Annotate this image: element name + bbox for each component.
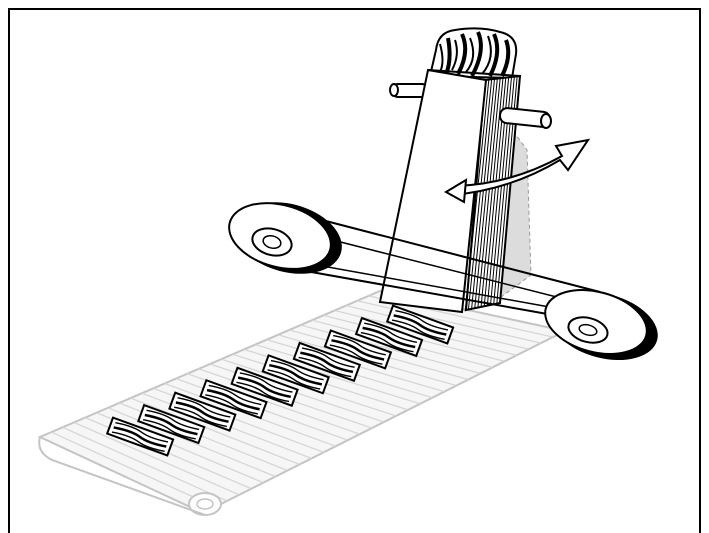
sliced-food-stack: [428, 27, 518, 80]
food-slice: [354, 316, 424, 358]
food-slice: [323, 329, 393, 370]
food-slice: [137, 403, 206, 445]
guide-rod-left: [389, 83, 429, 98]
food-slice: [385, 304, 455, 345]
food-slice: [199, 378, 268, 420]
food-slice: [168, 391, 237, 432]
food-slice: [292, 341, 362, 383]
drive-pulley-right: [544, 289, 658, 361]
rotation-arrow-icon: [444, 138, 591, 204]
deposited-slices: [105, 304, 455, 457]
vertical-feeder-magazine: [378, 68, 522, 314]
food-slice: [230, 366, 299, 407]
food-slice: [105, 416, 175, 457]
drive-pulley-left: [228, 202, 342, 274]
guide-rod-right: [498, 107, 552, 129]
magazine-front-plate: [378, 68, 488, 314]
food-slice: [261, 354, 330, 395]
